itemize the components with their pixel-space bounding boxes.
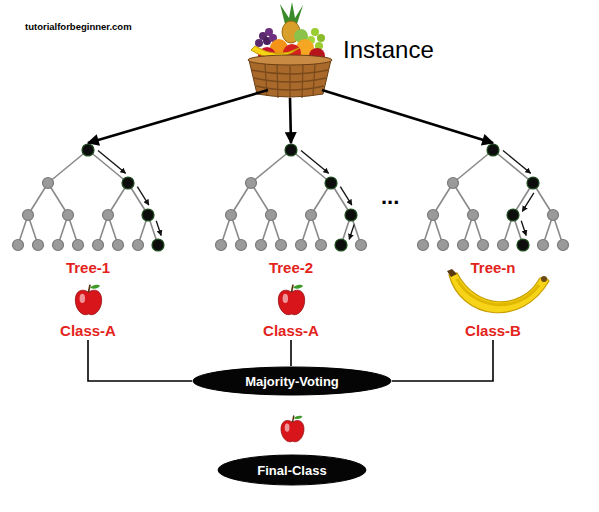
path-arrow: [503, 150, 531, 173]
tree-node: [438, 240, 449, 251]
vote-ellipse: Majority-Voting: [192, 366, 392, 396]
path-arrow: [137, 187, 149, 205]
tree-node: [285, 144, 297, 156]
tree-node: [53, 240, 64, 251]
tree-node: [335, 239, 347, 251]
tree-node: [558, 240, 569, 251]
ellipse-fill: [193, 367, 391, 395]
tree-name: Tree-2: [203, 259, 379, 277]
fruit-basket: Instance: [245, 2, 335, 98]
path-arrow: [340, 187, 352, 205]
tree-node: [266, 210, 277, 221]
vote-line: [392, 340, 493, 381]
tree-node: [507, 209, 519, 221]
tree-node: [498, 240, 509, 251]
tree-node: [33, 240, 44, 251]
tree-node: [43, 178, 54, 189]
banana-icon: [443, 265, 555, 327]
class-icon: [203, 281, 379, 319]
tree-node: [256, 240, 267, 251]
tree-node: [13, 240, 24, 251]
class-icon: [0, 281, 176, 319]
path-arrow: [301, 150, 329, 173]
tree-node: [468, 210, 479, 221]
tree-node: [316, 240, 327, 251]
tree-name: Tree-1: [0, 259, 176, 277]
class-icon: [405, 281, 581, 319]
tree-node: [276, 240, 287, 251]
ellipse-fill: [218, 455, 366, 485]
path-arrow: [522, 193, 534, 211]
decision-tree-box: Tree-1Class-A: [0, 143, 176, 340]
apple-icon: [73, 283, 104, 317]
tree-node: [246, 178, 257, 189]
tree-node: [428, 210, 439, 221]
class-label: Class-A: [203, 322, 379, 340]
tree-branch: [291, 150, 331, 183]
tree-node: [345, 209, 357, 221]
input-arrow: [322, 90, 493, 143]
decision-tree-box: Tree-2Class-A: [203, 143, 379, 340]
tree-node: [133, 240, 144, 251]
tree-node: [226, 210, 237, 221]
vote-line: [88, 340, 192, 381]
tree-branch: [493, 150, 533, 183]
ellipse-text: Majority-Voting: [192, 366, 392, 396]
tree-node: [487, 144, 499, 156]
path-arrow: [349, 224, 354, 239]
ellipse-text: Final-Class: [217, 454, 367, 486]
tree-node: [517, 239, 529, 251]
tree-node: [122, 177, 134, 189]
tree-node: [63, 210, 74, 221]
tree-node: [216, 240, 227, 251]
tree-node: [418, 240, 429, 251]
path-arrow: [156, 221, 161, 236]
watermark: tutorialforbeginner.com: [25, 21, 132, 32]
tree-node: [73, 240, 84, 251]
tree-node: [325, 177, 337, 189]
tree-branch: [251, 150, 291, 183]
tree-node: [296, 240, 307, 251]
path-arrow: [98, 150, 126, 173]
tree-node: [236, 240, 247, 251]
tree-node: [527, 177, 539, 189]
decision-tree: [405, 143, 581, 253]
tree-node: [458, 240, 469, 251]
decision-tree: [203, 143, 379, 253]
tree-name: Tree-n: [405, 259, 581, 277]
input-arrow: [290, 98, 291, 143]
tree-node: [448, 178, 459, 189]
tree-node: [113, 240, 124, 251]
apple-icon: [279, 414, 306, 444]
tree-node: [548, 210, 559, 221]
tree-node: [93, 240, 104, 251]
class-label: Class-B: [405, 322, 581, 340]
decision-tree-box: Tree-nClass-B: [405, 143, 581, 340]
vote-line: [290, 340, 292, 366]
tree-node: [538, 240, 549, 251]
path-arrow: [521, 221, 526, 236]
tree-node: [306, 210, 317, 221]
tree-branch: [88, 150, 128, 183]
instance-label: Instance: [343, 36, 434, 64]
apple-icon: [276, 283, 307, 317]
basket-illustration: [245, 2, 335, 98]
tree-node: [356, 240, 367, 251]
ellipsis-mark: ...: [381, 184, 399, 210]
tree-node: [478, 240, 489, 251]
tree-node: [103, 210, 114, 221]
tree-node: [152, 239, 164, 251]
class-label: Class-A: [0, 322, 176, 340]
decision-tree: [0, 143, 176, 253]
tree-node: [142, 209, 154, 221]
tree-node: [23, 210, 34, 221]
tree-node: [82, 144, 94, 156]
tree-branch: [453, 150, 493, 183]
input-arrow: [88, 90, 268, 143]
vote-ellipse: Final-Class: [217, 454, 367, 486]
tree-branch: [48, 150, 88, 183]
